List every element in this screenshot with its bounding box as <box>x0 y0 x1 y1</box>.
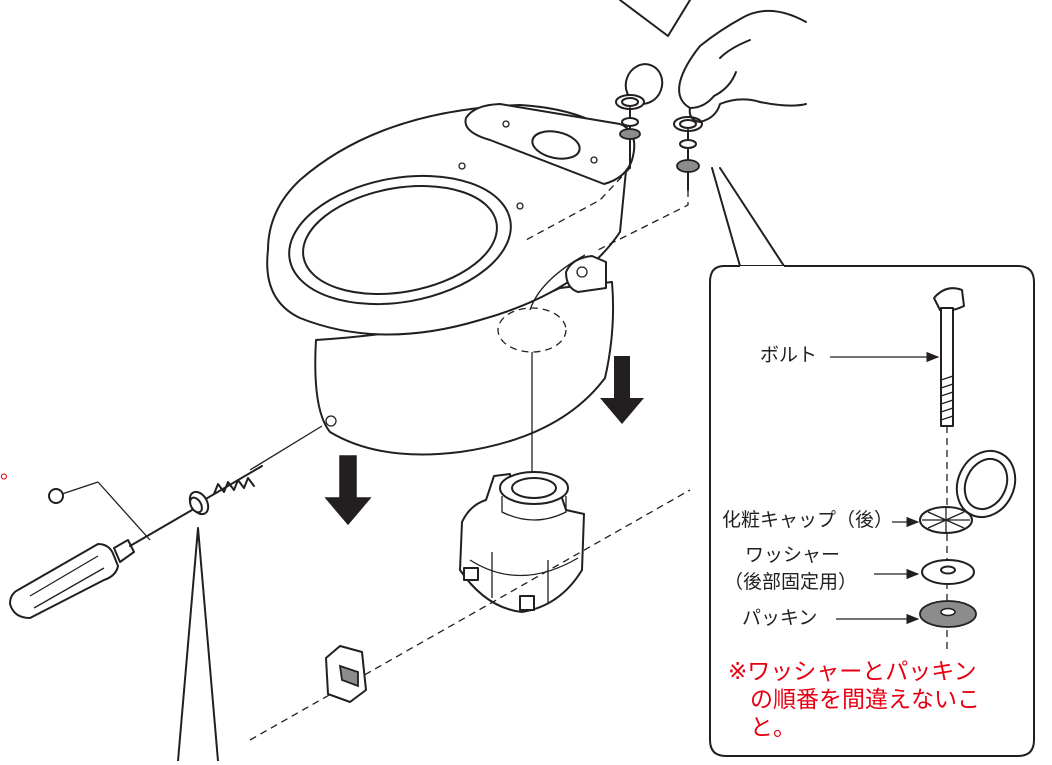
drain-flange <box>459 471 585 613</box>
bolt-assembly-left <box>525 63 664 241</box>
leader-arrows <box>830 351 940 625</box>
floor-bracket <box>325 645 367 703</box>
toilet-bowl <box>266 103 636 456</box>
warning-line-2: の順番を間違えないこ <box>750 687 980 714</box>
warning-line-1: ※ワッシャーとパッキン <box>728 659 977 685</box>
detail-callout-pointer <box>711 167 785 267</box>
down-arrow-right <box>600 356 644 424</box>
upper-callout-lines <box>619 0 691 37</box>
hand-illustration <box>678 9 807 123</box>
screwdriver <box>9 481 193 619</box>
warning-line-3: と。 <box>750 715 796 742</box>
detail-washer <box>921 559 975 585</box>
down-arrow-left <box>324 455 372 526</box>
washer-label-line1: ワッシャー <box>745 544 841 566</box>
wood-screw <box>188 425 323 516</box>
detail-bolt <box>933 287 965 652</box>
decorative-cap-label: 化粧キャップ（後） <box>722 509 894 531</box>
bolt-assembly-right <box>597 116 703 251</box>
warning-note: ※ワッシャーとパッキン の順番を間違えないこ と。 <box>728 658 980 742</box>
bolt-label: ボルト <box>760 344 818 366</box>
detail-packing <box>919 600 977 628</box>
packing-label: パッキン <box>742 607 818 629</box>
lower-callout-lines <box>177 527 219 762</box>
washer-label-line2: （後部固定用） <box>724 571 858 593</box>
detail-decorative-cap <box>919 449 1017 534</box>
cut-off-text-fragment: 。 <box>0 459 20 483</box>
